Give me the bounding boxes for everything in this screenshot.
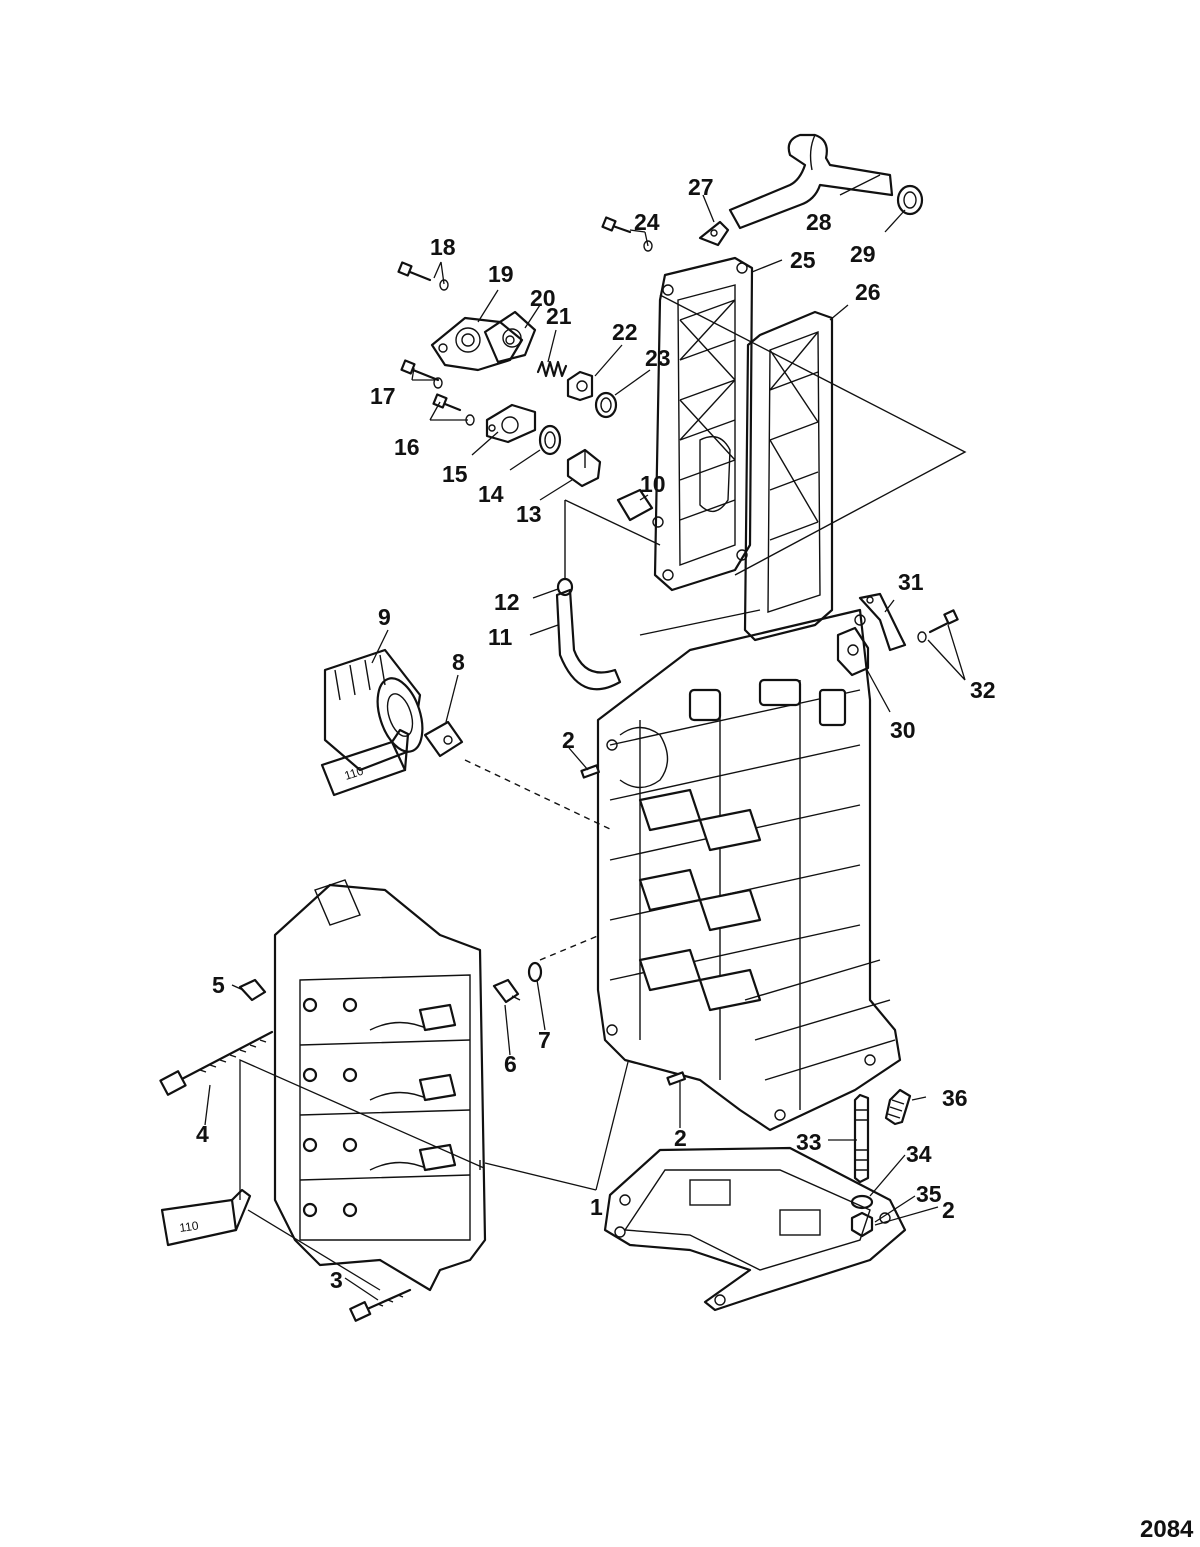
lower-hose	[555, 588, 622, 691]
callout-1: 1	[590, 1194, 603, 1220]
callout-25: 24	[634, 209, 660, 235]
callout-2-lower: 2	[674, 1125, 687, 1151]
exhaust-cover-gasket	[743, 310, 834, 642]
dowel-pin-upper	[580, 764, 600, 779]
mounting-bracket	[698, 220, 730, 247]
base-gasket	[603, 1146, 907, 1312]
cylinder-block	[596, 608, 902, 1132]
callout-22: 21	[546, 303, 572, 329]
alignment-lines	[464, 294, 967, 1170]
thermostat	[566, 370, 594, 402]
bolt-25	[601, 216, 653, 252]
oil-filter	[323, 648, 424, 772]
callout-19: 18	[430, 234, 456, 260]
callout-20: 19	[488, 261, 514, 287]
cylinder-head	[273, 879, 487, 1292]
callout-26: 25	[790, 247, 816, 273]
drain-plug	[492, 978, 521, 1004]
callout-15: 14	[478, 481, 504, 507]
short-bolt	[349, 1288, 412, 1322]
callout-2-upper: 2	[562, 727, 575, 753]
callout-34: 33	[796, 1129, 822, 1155]
stud	[853, 1093, 870, 1184]
callout-37: 36	[942, 1085, 968, 1111]
upper-hose	[728, 133, 894, 230]
oil-filter-adapter	[423, 720, 464, 758]
callout-3: 2	[942, 1197, 955, 1223]
callout-9: 8	[452, 649, 465, 675]
exhaust-cover-plate	[653, 256, 754, 592]
lifting-eye	[836, 626, 870, 677]
callout-labels: 27 28 29 24 25 26 18 19 20 21 22 23 17 1…	[196, 174, 996, 1293]
callout-21: 20	[530, 285, 556, 311]
callout-31: 30	[890, 717, 916, 743]
bolt-33	[917, 609, 959, 643]
sealant-tube-top-label: 110	[343, 764, 366, 783]
callout-4: 3	[330, 1267, 343, 1293]
callout-30: 29	[850, 241, 876, 267]
long-bolt	[159, 1030, 274, 1096]
callout-13: 12	[494, 589, 520, 615]
callout-11: 10	[640, 471, 666, 497]
callout-36: 35	[916, 1181, 942, 1207]
hose-clamp	[896, 184, 924, 216]
callout-17: 16	[394, 434, 420, 460]
poppet-valve	[566, 448, 602, 488]
callout-33: 32	[970, 677, 996, 703]
figure-number: 2084	[1140, 1516, 1194, 1543]
callout-7: 6	[504, 1051, 517, 1077]
bolt-37	[884, 1088, 912, 1126]
sleeve	[616, 488, 664, 528]
sealant-tube-top: 110	[320, 728, 410, 797]
callout-6: 5	[212, 972, 225, 998]
thermostat-spring	[536, 360, 568, 378]
callout-14: 13	[516, 501, 542, 527]
bolt-18	[400, 359, 443, 389]
callout-23: 22	[612, 319, 638, 345]
callout-27: 26	[855, 279, 881, 305]
callout-18: 17	[370, 383, 396, 409]
thermostat-seal	[594, 391, 618, 419]
thermostat-gasket	[483, 310, 537, 364]
callout-35: 34	[906, 1141, 932, 1167]
plug-6	[238, 978, 267, 1002]
callout-10: 9	[378, 604, 391, 630]
callout-5: 4	[196, 1121, 209, 1147]
callout-28: 27	[688, 174, 714, 200]
poppet-valve-seal	[538, 424, 562, 456]
sealant-tube-bottom-label: 110	[178, 1218, 199, 1235]
callout-24: 23	[645, 345, 671, 371]
drain-plug-washer	[527, 961, 543, 983]
sealant-tube-bottom: 110	[160, 1188, 252, 1247]
cable-bracket	[858, 592, 907, 652]
callout-32: 31	[898, 569, 924, 595]
leader-lines	[204, 174, 966, 1301]
dowel-pin-lower	[666, 1071, 686, 1086]
callout-8: 7	[538, 1027, 551, 1053]
callout-29: 28	[806, 209, 832, 235]
callout-12: 11	[488, 624, 513, 650]
thermostat-cover	[430, 316, 524, 372]
bolt-19	[397, 261, 449, 291]
poppet-valve-cover	[485, 403, 537, 444]
callout-16: 15	[442, 461, 468, 487]
